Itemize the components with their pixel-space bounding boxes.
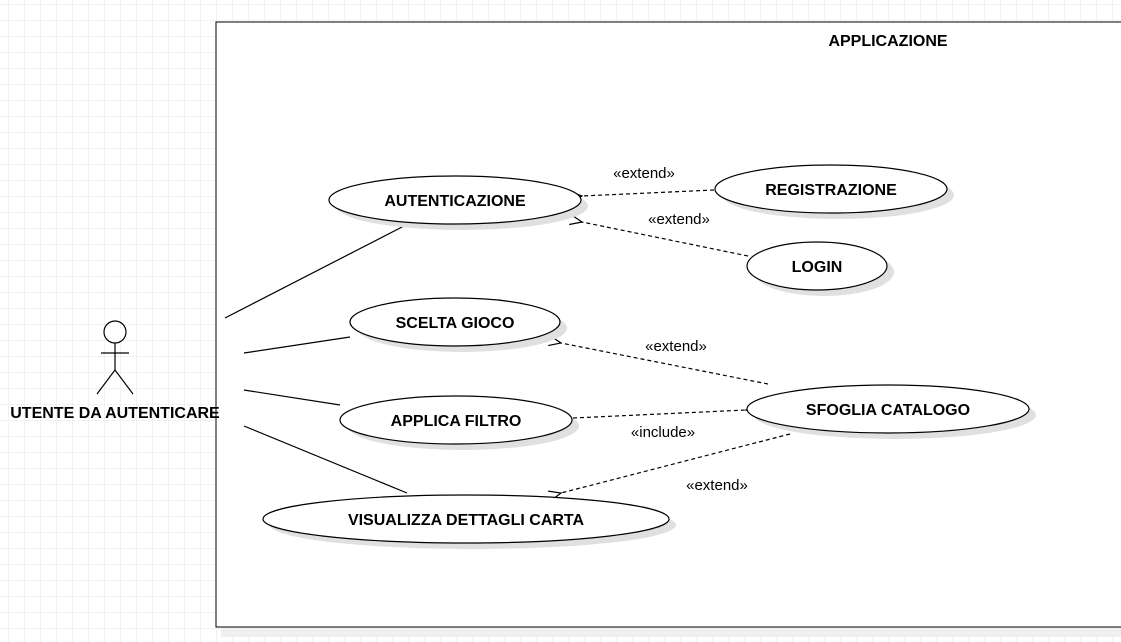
association-scelta-gioco[interactable] <box>243 336 351 354</box>
relation-sfoglia-catalogo-extend-visualizza-dettagli-carta[interactable] <box>561 433 791 493</box>
association-applica-filtro[interactable] <box>243 389 341 406</box>
use-case-shape <box>746 241 888 291</box>
association-visualizza-dettagli-carta[interactable] <box>243 425 408 494</box>
system-title: APPLICAZIONE <box>828 33 947 50</box>
relation-applica-filtro-include-sfoglia-catalogo[interactable] <box>572 410 746 419</box>
use-case-shape <box>746 384 1030 434</box>
use-case-autenticazione[interactable]: AUTENTICAZIONE <box>328 175 588 230</box>
use-case-registrazione[interactable]: REGISTRAZIONE <box>714 164 954 219</box>
relation-label-visualizza-dettagli: «extend» <box>686 477 748 494</box>
use-case-shape <box>328 175 582 225</box>
use-case-label: SFOGLIA CATALOGO <box>806 402 970 419</box>
relation-label-registrazione: «extend» <box>613 165 675 182</box>
use-case-label: APPLICA FILTRO <box>391 413 522 430</box>
use-case-applica-filtro[interactable]: APPLICA FILTRO <box>339 395 579 450</box>
use-case-scelta-gioco[interactable]: SCELTA GIOCO <box>349 297 567 352</box>
use-case-label: VISUALIZZA DETTAGLI CARTA <box>348 512 585 529</box>
use-case-shape <box>262 494 670 544</box>
relation-label-applica-filtro: «include» <box>631 424 695 441</box>
use-case-label: AUTENTICAZIONE <box>384 193 526 210</box>
relation-login-extend-autenticazione[interactable] <box>582 222 749 257</box>
relation-label-scelta-gioco: «extend» <box>645 338 707 355</box>
use-case-sfoglia-catalogo[interactable]: SFOGLIA CATALOGO <box>746 384 1036 439</box>
use-case-shape <box>349 297 561 347</box>
actor-right-leg <box>114 369 134 395</box>
actor-head <box>103 320 127 344</box>
relation-registrazione-extend-autenticazione[interactable] <box>582 189 715 196</box>
use-case-shape <box>714 164 948 214</box>
use-case-visualizza-dettagli-carta[interactable]: VISUALIZZA DETTAGLI CARTA <box>262 494 676 549</box>
association-autenticazione[interactable] <box>224 225 405 319</box>
use-case-label: LOGIN <box>792 259 843 276</box>
use-case-label: REGISTRAZIONE <box>765 182 897 199</box>
actor-left-leg <box>96 369 116 395</box>
relation-sfoglia-catalogo-extend-scelta-gioco[interactable] <box>561 343 769 385</box>
relation-label-login: «extend» <box>648 211 710 228</box>
use-case-label: SCELTA GIOCO <box>396 315 515 332</box>
actor[interactable]: UTENTE DA AUTENTICARE <box>10 320 220 422</box>
use-case-login[interactable]: LOGIN <box>746 241 894 296</box>
actor-label: UTENTE DA AUTENTICARE <box>10 405 220 422</box>
use-case-shape <box>339 395 573 445</box>
